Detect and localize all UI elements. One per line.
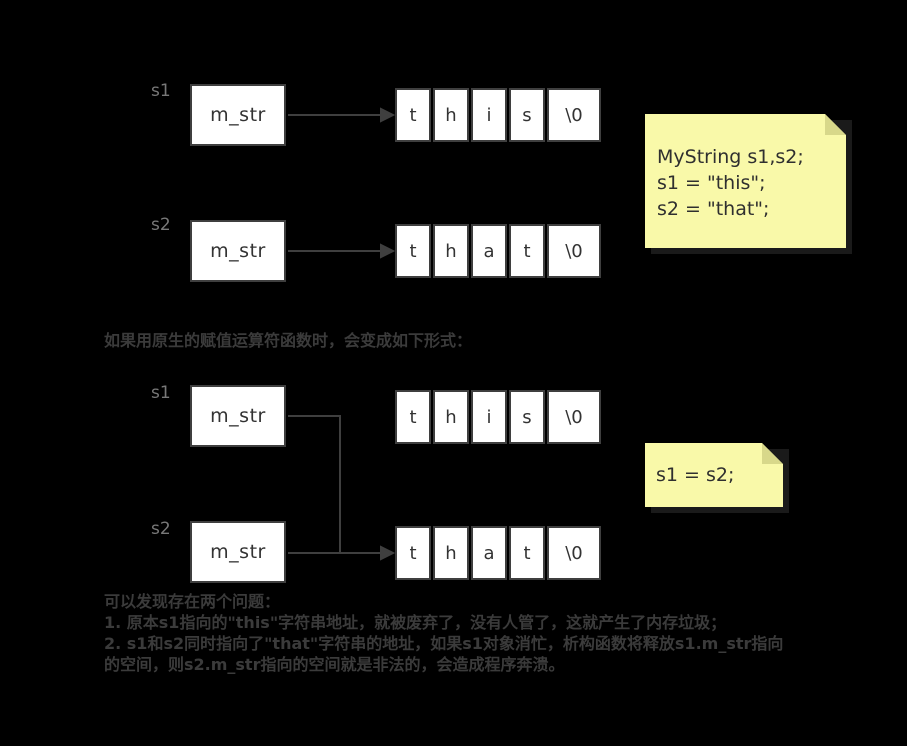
char-array-this-orphaned: t h i s \0 [395, 390, 601, 444]
connector-s1-redirect [288, 415, 341, 553]
char-cell: t [395, 224, 431, 278]
code-line: s2 = "that"; [657, 198, 770, 220]
char-cell-null: \0 [547, 390, 601, 444]
char-cell: s [509, 390, 545, 444]
arrowhead-s2-to-that [380, 243, 396, 259]
char-array-this: t h i s \0 [395, 88, 601, 142]
arrowhead-s1-to-this [380, 107, 396, 123]
char-cell: h [433, 224, 469, 278]
sticky-note-assignment: s1 = s2; [645, 443, 783, 507]
char-cell: a [471, 526, 507, 580]
char-cell-null: \0 [547, 224, 601, 278]
char-cell: h [433, 390, 469, 444]
member-box-s1-after-label: m_str [210, 405, 266, 427]
code-line: s1 = s2; [656, 464, 735, 486]
problem-item-1: 1. 原本s1指向的"this"字符串地址，就被废弃了，没有人管了，这就产生了内… [104, 613, 727, 632]
char-cell: t [395, 88, 431, 142]
char-cell: t [395, 526, 431, 580]
char-cell: t [509, 224, 545, 278]
problem-item-2: 2. s1和s2同时指向了"that"字符串的地址，如果s1对象消忙，析构函数将… [104, 634, 784, 653]
char-cell: s [509, 88, 545, 142]
char-array-that: t h a t \0 [395, 224, 601, 278]
problem-list: 可以发现存在两个问题： 1. 原本s1指向的"this"字符串地址，就被废弃了，… [104, 591, 783, 675]
char-cell-null: \0 [547, 526, 601, 580]
member-box-s1-after: m_str [190, 385, 286, 447]
char-cell: i [471, 88, 507, 142]
problem-item-2-cont: 的空间，则s2.m_str指向的空间就是非法的，会造成程序奔溃。 [104, 655, 565, 674]
member-box-s2-after-label: m_str [210, 541, 266, 563]
char-cell-null: \0 [547, 88, 601, 142]
code-line: s1 = "this"; [657, 172, 766, 194]
char-cell: h [433, 526, 469, 580]
member-box-s2: m_str [190, 220, 286, 282]
member-box-s2-label: m_str [210, 240, 266, 262]
member-box-s2-after: m_str [190, 521, 286, 583]
problem-list-heading: 可以发现存在两个问题： [104, 592, 281, 611]
section-caption: 如果用原生的赋值运算符函数时，会变成如下形式： [104, 331, 473, 350]
sticky-note-declaration: MyString s1,s2; s1 = "this"; s2 = "that"… [645, 114, 846, 248]
var-label-s2: s2 [151, 215, 171, 235]
member-box-s1: m_str [190, 84, 286, 146]
var-label-s2-after: s2 [151, 519, 171, 539]
char-cell: a [471, 224, 507, 278]
char-cell: t [509, 526, 545, 580]
char-cell: h [433, 88, 469, 142]
char-cell: i [471, 390, 507, 444]
char-array-that-shared: t h a t \0 [395, 526, 601, 580]
var-label-s1-after: s1 [151, 383, 171, 403]
var-label-s1: s1 [151, 81, 171, 101]
char-cell: t [395, 390, 431, 444]
member-box-s1-label: m_str [210, 104, 266, 126]
arrowhead-s2-to-that-2 [380, 545, 396, 561]
code-line: MyString s1,s2; [657, 146, 804, 168]
